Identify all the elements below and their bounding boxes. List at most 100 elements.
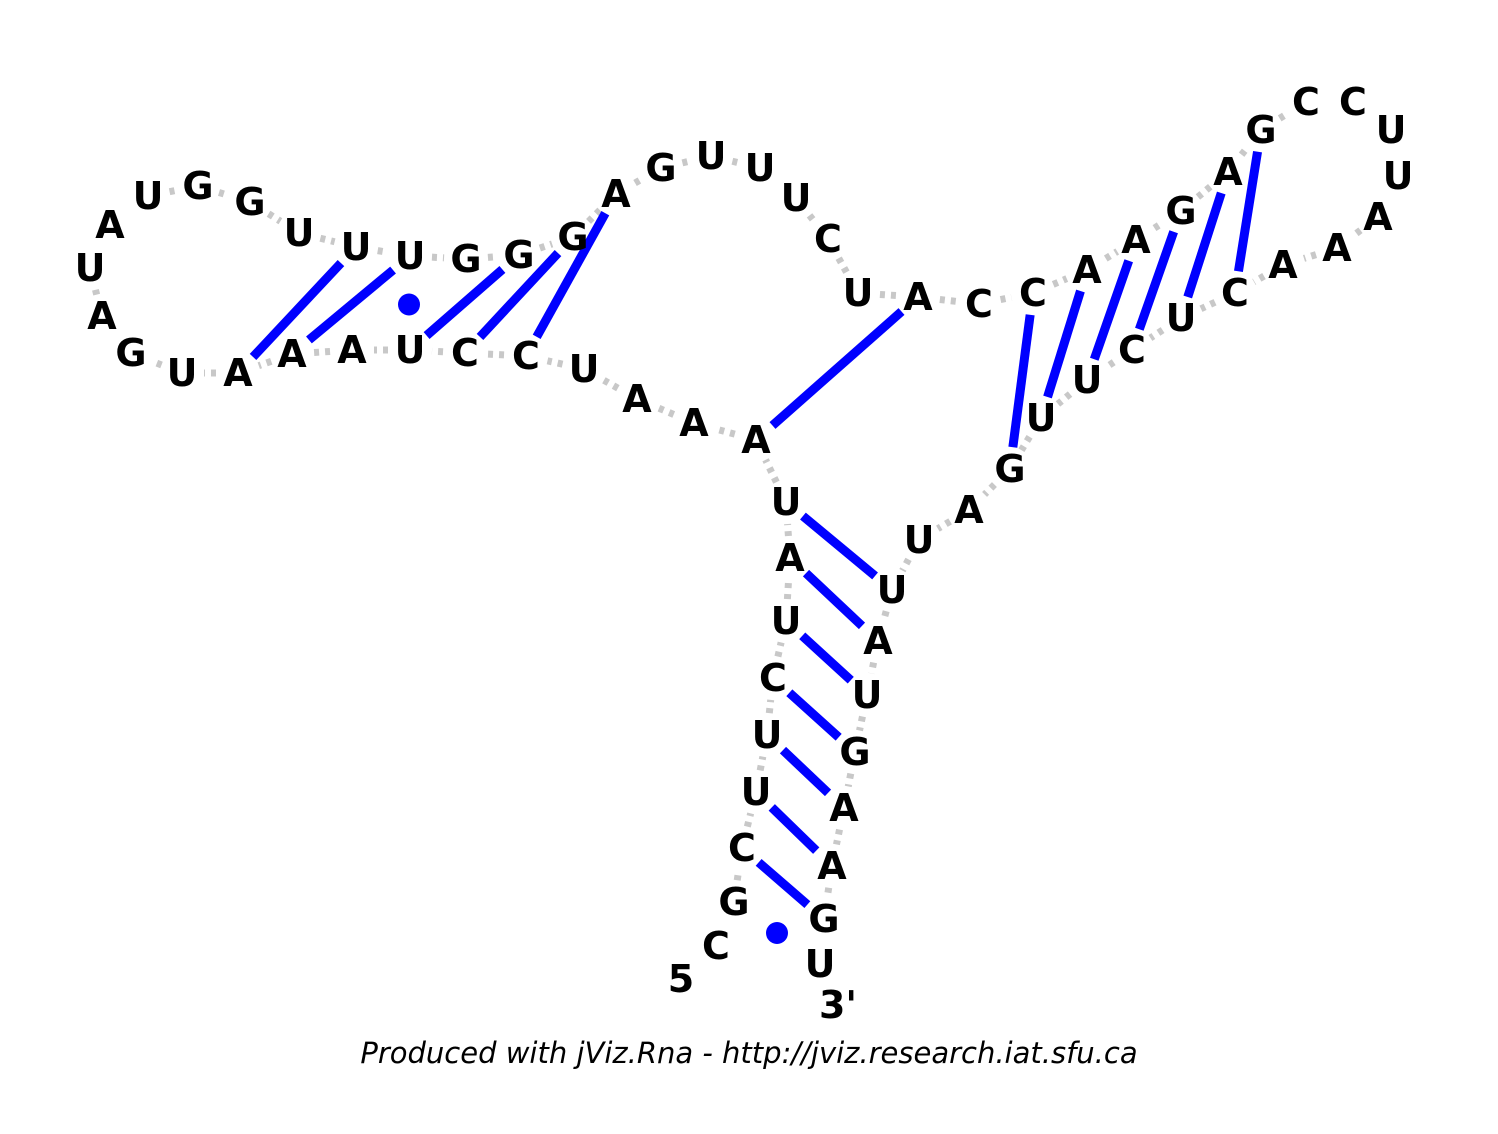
- nucleotide-17: A: [337, 328, 367, 372]
- backbone-segment: [762, 458, 780, 484]
- backbone-segment: [823, 887, 833, 898]
- nucleotide-13: U: [569, 347, 600, 391]
- backbone-segment: [756, 755, 767, 772]
- base-pair-bond: [1183, 191, 1226, 299]
- nucleotide-44: A: [1072, 248, 1102, 292]
- backbone-segment: [266, 210, 283, 225]
- nucleotide-35: G: [645, 146, 676, 190]
- nucleotide-19: A: [223, 351, 253, 395]
- nucleotide-46: G: [1165, 189, 1196, 233]
- backbone-segment: [601, 376, 620, 392]
- backbone-segment: [1195, 183, 1214, 200]
- nucleotide-23: U: [75, 246, 106, 290]
- nucleotide-29: U: [341, 225, 372, 269]
- base-pair-bond: [1135, 230, 1178, 331]
- backbone-segment: [765, 699, 775, 714]
- backbone-segment: [999, 293, 1013, 304]
- nucleotide-3: C: [728, 826, 756, 870]
- backbone-segment: [1018, 434, 1033, 453]
- backbone-segment: [1277, 110, 1290, 122]
- nucleotide-63: U: [904, 518, 935, 562]
- backbone-segment: [1352, 227, 1363, 238]
- backbone-segment: [731, 157, 740, 167]
- backbone-segment: [899, 557, 912, 573]
- backbone-segment: [833, 828, 843, 846]
- nucleotide-30: U: [395, 234, 426, 278]
- nucleotide-2: G: [718, 880, 749, 924]
- base-pair-bond: [779, 746, 832, 797]
- nucleotide-71: U: [805, 942, 836, 986]
- backbone-segment: [431, 253, 445, 262]
- nucleotide-33: G: [557, 215, 588, 259]
- nucleotide-40: U: [843, 271, 874, 315]
- backbone-segment: [714, 425, 736, 438]
- nucleotide-1: C: [702, 924, 730, 968]
- nucleotide-51: U: [1376, 108, 1407, 152]
- base-pair-bond: [306, 266, 396, 344]
- backbone-segment: [319, 234, 336, 246]
- nucleotide-70: G: [808, 897, 839, 941]
- nucleotide-5: U: [752, 713, 783, 757]
- nucleotide-34: A: [601, 172, 631, 216]
- nucleotide-57: U: [1166, 296, 1197, 340]
- nucleotide-45: A: [1121, 218, 1151, 262]
- nucleotide-24: A: [95, 203, 125, 247]
- backbone-segment: [546, 357, 564, 368]
- backbone-segment: [844, 772, 855, 788]
- nucleotide-64: U: [877, 568, 908, 612]
- backbone-segment: [743, 812, 755, 828]
- base-pair-bond: [1008, 314, 1035, 448]
- nucleotide-65: A: [863, 619, 893, 663]
- backbone-segment: [1148, 327, 1165, 341]
- backbone-segment: [377, 247, 389, 256]
- wobble-pair-dot: [766, 922, 788, 944]
- base-pair-bond: [799, 632, 854, 684]
- base-pair-bond: [476, 250, 562, 340]
- nucleotide-26: G: [182, 164, 213, 208]
- nucleotide-67: G: [839, 730, 870, 774]
- nucleotide-47: A: [1213, 150, 1243, 194]
- nucleotide-56: C: [1221, 271, 1249, 315]
- nucleotide-68: A: [829, 786, 859, 830]
- base-pair-bond: [1090, 259, 1133, 361]
- nucleotide-36: U: [696, 134, 727, 178]
- nucleotide-41: A: [903, 275, 933, 319]
- backbone-segment: [257, 358, 273, 369]
- backbone-segment: [586, 207, 603, 224]
- base-pair-bond: [755, 858, 811, 909]
- backbone-segment: [1238, 145, 1251, 157]
- nucleotide-9: U: [771, 480, 802, 524]
- nucleotide-25: U: [133, 174, 164, 218]
- nucleotide-32: G: [503, 233, 534, 277]
- three-prime-label: 3': [819, 983, 857, 1027]
- nucleotide-61: G: [994, 447, 1025, 491]
- nucleotide-27: G: [234, 180, 265, 224]
- nucleotide-15: C: [451, 331, 479, 375]
- backbone-segment: [774, 641, 785, 658]
- nucleotide-6: C: [759, 656, 787, 700]
- backbone-segment: [431, 347, 444, 356]
- base-pair-bond: [768, 804, 820, 854]
- nucleotide-55: A: [1268, 243, 1298, 287]
- nucleotide-10: A: [741, 418, 771, 462]
- nucleotide-11: A: [679, 401, 709, 445]
- nucleotide-38: U: [781, 176, 812, 220]
- backbone-segment: [486, 350, 505, 359]
- nucleotide-4: U: [741, 770, 772, 814]
- nucleotide-49: C: [1292, 80, 1320, 124]
- backbone-segment: [168, 186, 178, 196]
- nucleotide-62: A: [954, 488, 984, 532]
- backbone-segment: [150, 357, 163, 369]
- backbone-segment: [1302, 251, 1318, 262]
- base-pair-bond: [1043, 289, 1085, 399]
- credit-text: Produced with jViz.Rna - http://jviz.res…: [360, 1036, 1138, 1070]
- nucleotide-39: C: [814, 217, 842, 261]
- base-pair-bond: [786, 689, 842, 741]
- nucleotide-37: U: [745, 146, 776, 190]
- base-pair-layer: [249, 151, 1262, 944]
- backbone-segment: [936, 518, 952, 532]
- backbone-segment: [939, 296, 958, 305]
- nucleotide-14: C: [512, 334, 540, 378]
